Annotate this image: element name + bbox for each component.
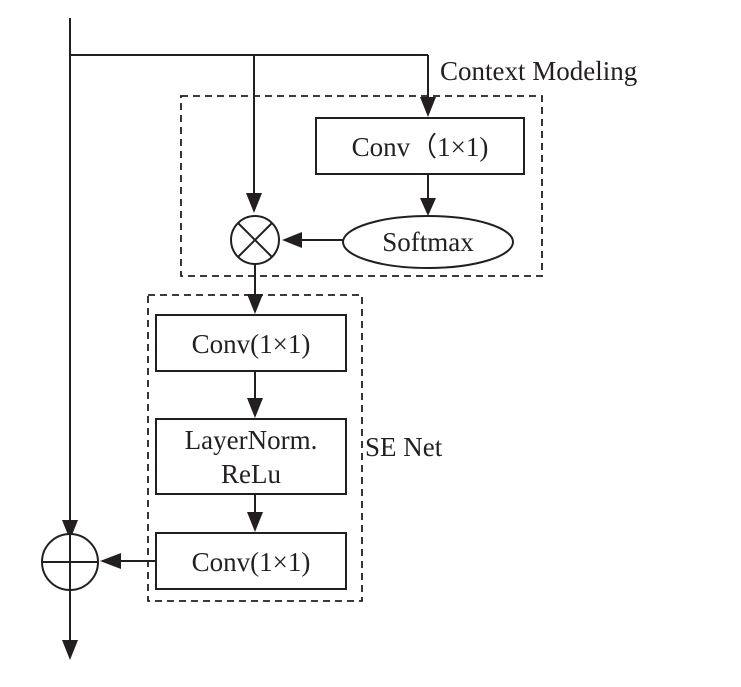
context-modeling-group-box [180,95,543,277]
add-operator: ⊕ [41,533,99,591]
layernorm-label: LayerNorm. [185,425,318,455]
softmax-input-arrowhead [420,198,436,216]
conv2-box [155,532,347,590]
conv-top-label: Conv（1×1) [352,132,489,162]
conv-top-input-arrowhead [420,97,436,117]
output-arrowhead [62,640,78,660]
conv-top-box [315,117,525,175]
softmax-label: Softmax [382,227,474,257]
conv1-box [155,314,347,372]
softmax-ellipse [342,215,514,269]
se-net-label: SE Net [365,432,443,462]
conv2-label: Conv(1×1) [192,547,311,577]
add-side-arrowhead [100,553,121,569]
multiply-input-arrowhead [246,193,262,213]
layernorm-relu-box [155,418,347,495]
relu-label: ReLu [221,459,281,489]
conv1-label: Conv(1×1) [192,329,311,359]
residual-arrowhead [62,520,78,540]
multiply-side-arrowhead [282,232,302,248]
conv2-input-arrowhead [247,512,263,532]
conv1-input-arrowhead [247,294,263,314]
se-net-group-box [147,294,363,602]
layernorm-input-arrowhead [247,398,263,418]
context-modeling-label: Context Modeling [440,56,637,86]
multiply-operator: ⊗ [230,215,280,265]
